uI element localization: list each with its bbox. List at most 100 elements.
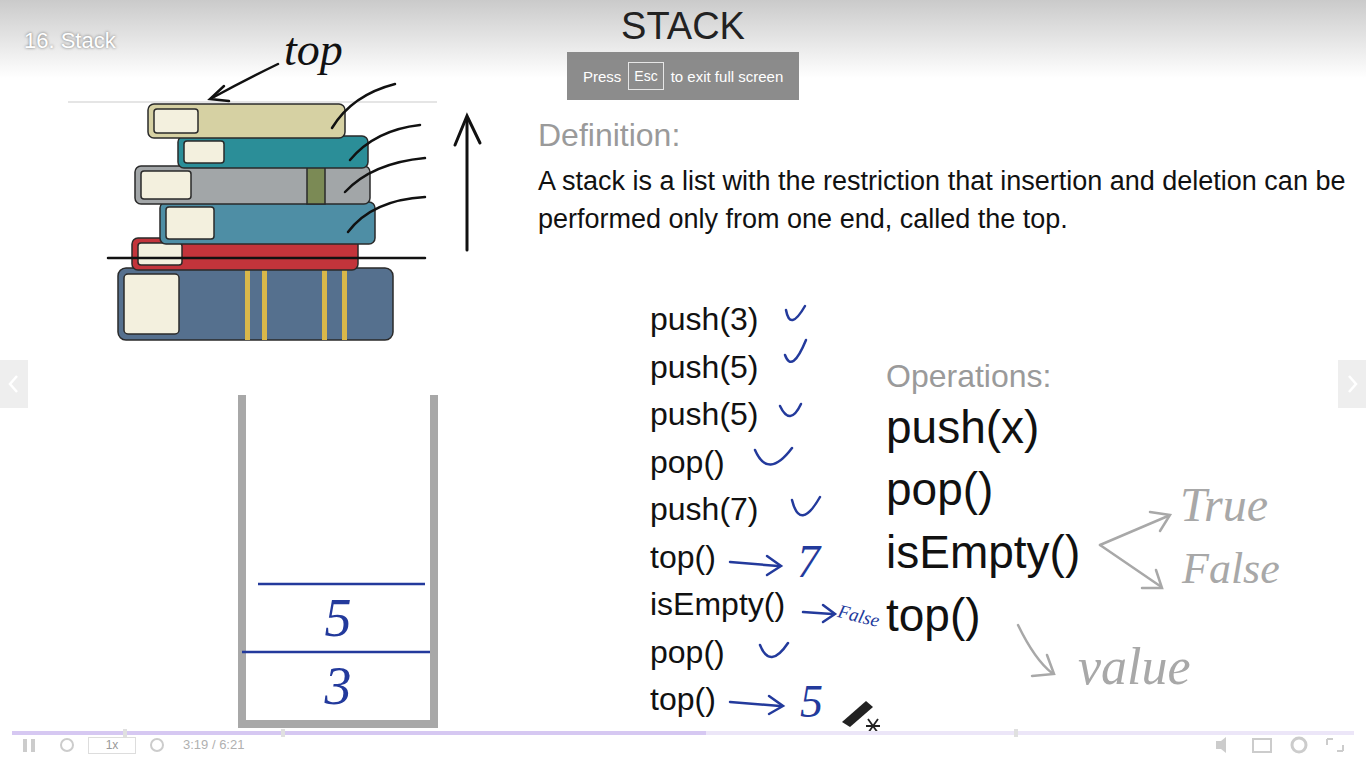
book-stripe xyxy=(342,268,347,340)
operation-name: top() xyxy=(886,588,981,643)
stack-container: 53 xyxy=(238,393,438,729)
progress-tick xyxy=(281,729,285,737)
captions-icon xyxy=(1253,739,1271,752)
handwritten-note: value xyxy=(1078,636,1191,698)
check-mark xyxy=(780,404,801,416)
pen-arrowhead xyxy=(1150,512,1170,531)
section-heading: Definition: xyxy=(538,116,680,154)
pen-arrow xyxy=(1100,516,1168,545)
book-stripe xyxy=(245,268,250,340)
pen-arrowhead xyxy=(1142,570,1162,588)
book-stack xyxy=(68,102,437,340)
time-display: 3:19 / 6:21 xyxy=(183,737,244,753)
operation-call: push(3) xyxy=(650,300,759,338)
operation-call: push(5) xyxy=(650,348,759,386)
check-mark xyxy=(786,306,805,320)
operation-call: pop() xyxy=(650,443,725,481)
guide-line xyxy=(68,101,437,103)
cell-divider xyxy=(258,583,425,586)
pen-arrow xyxy=(212,64,278,98)
book-pages xyxy=(138,243,182,265)
pen-arrow xyxy=(1100,545,1160,586)
stack-value: 3 xyxy=(238,655,438,717)
operation-call: isEmpty() xyxy=(650,585,785,623)
key-label: Esc xyxy=(634,68,657,84)
key-cap: Esc xyxy=(628,62,663,90)
check-mark xyxy=(755,448,792,465)
pause-icon xyxy=(23,739,27,752)
book xyxy=(160,202,375,244)
operation-name: isEmpty() xyxy=(886,525,1080,580)
handwritten-note: False xyxy=(1182,543,1280,596)
operation-name: pop() xyxy=(886,462,993,517)
up-arrowhead xyxy=(455,116,480,145)
operation-name: push(x) xyxy=(886,400,1039,455)
pen-stroke xyxy=(348,197,425,232)
check-mark xyxy=(760,643,788,657)
nav-button xyxy=(1338,360,1366,408)
pen-arrowhead xyxy=(1032,655,1054,676)
book xyxy=(178,136,368,168)
replay-icon xyxy=(61,739,73,751)
operation-call: top() xyxy=(650,680,716,718)
brush-shape xyxy=(842,701,873,727)
pen-stroke xyxy=(345,158,425,192)
handwritten-result: 5 xyxy=(800,674,823,729)
book-pages xyxy=(166,207,214,239)
pen-line xyxy=(108,257,425,260)
slide-title: STACK xyxy=(0,4,1366,48)
result-arrowhead xyxy=(769,696,783,714)
pause-icon xyxy=(31,739,35,752)
forward-icon xyxy=(151,739,163,751)
operation-call: push(5) xyxy=(650,395,759,433)
pen-stroke xyxy=(332,84,395,128)
operation-call: push(7) xyxy=(650,490,759,528)
pen-arrowhead xyxy=(210,86,229,101)
brush-icon xyxy=(842,701,880,733)
book-pages xyxy=(141,171,191,199)
nav-chevron xyxy=(10,376,17,392)
book-stripe xyxy=(262,268,267,340)
nav-chevron xyxy=(1349,376,1356,392)
progress-tick xyxy=(1014,729,1018,737)
operation-call: top() xyxy=(650,538,716,576)
volume-icon xyxy=(1216,737,1226,753)
up-arrow xyxy=(466,118,469,250)
speed-label: 1x xyxy=(105,738,119,753)
speed-button: 1x xyxy=(88,737,136,754)
stack-value: 5 xyxy=(238,587,438,649)
definition-text: A stack is a list with the restriction t… xyxy=(538,162,1360,238)
result-arrow xyxy=(803,612,832,614)
book-pages xyxy=(184,141,224,163)
book-pages xyxy=(154,109,198,133)
result-arrow xyxy=(730,702,780,706)
banner-text: to exit full screen xyxy=(671,68,784,85)
player-controls xyxy=(0,360,1366,753)
book xyxy=(118,268,393,340)
handwritten-note: top xyxy=(284,22,343,77)
handwritten-result: 7 xyxy=(797,534,820,589)
result-arrow xyxy=(730,562,778,566)
section-heading: Operations: xyxy=(886,357,1051,395)
book-band xyxy=(307,166,325,204)
book-pages xyxy=(124,274,179,334)
slide-number: 16. Stack xyxy=(24,28,116,54)
handwritten-result: False xyxy=(835,600,881,632)
result-arrowhead xyxy=(767,556,781,575)
cell-divider xyxy=(242,651,430,654)
fullscreen-icon xyxy=(1327,739,1343,751)
pen-arrow xyxy=(1018,625,1052,673)
progress-played xyxy=(12,731,706,735)
handwritten-strokes xyxy=(108,64,480,258)
pen-stroke xyxy=(350,125,420,160)
book xyxy=(135,166,370,204)
book xyxy=(148,104,345,138)
check-mark xyxy=(785,340,806,362)
brush-sparkle xyxy=(866,719,880,733)
banner-text: Press xyxy=(583,68,621,85)
settings-icon xyxy=(1292,738,1306,752)
nav-button xyxy=(0,360,28,408)
fullscreen-banner: Press to exit full screen Esc xyxy=(567,52,799,100)
progress-track xyxy=(12,731,1354,735)
